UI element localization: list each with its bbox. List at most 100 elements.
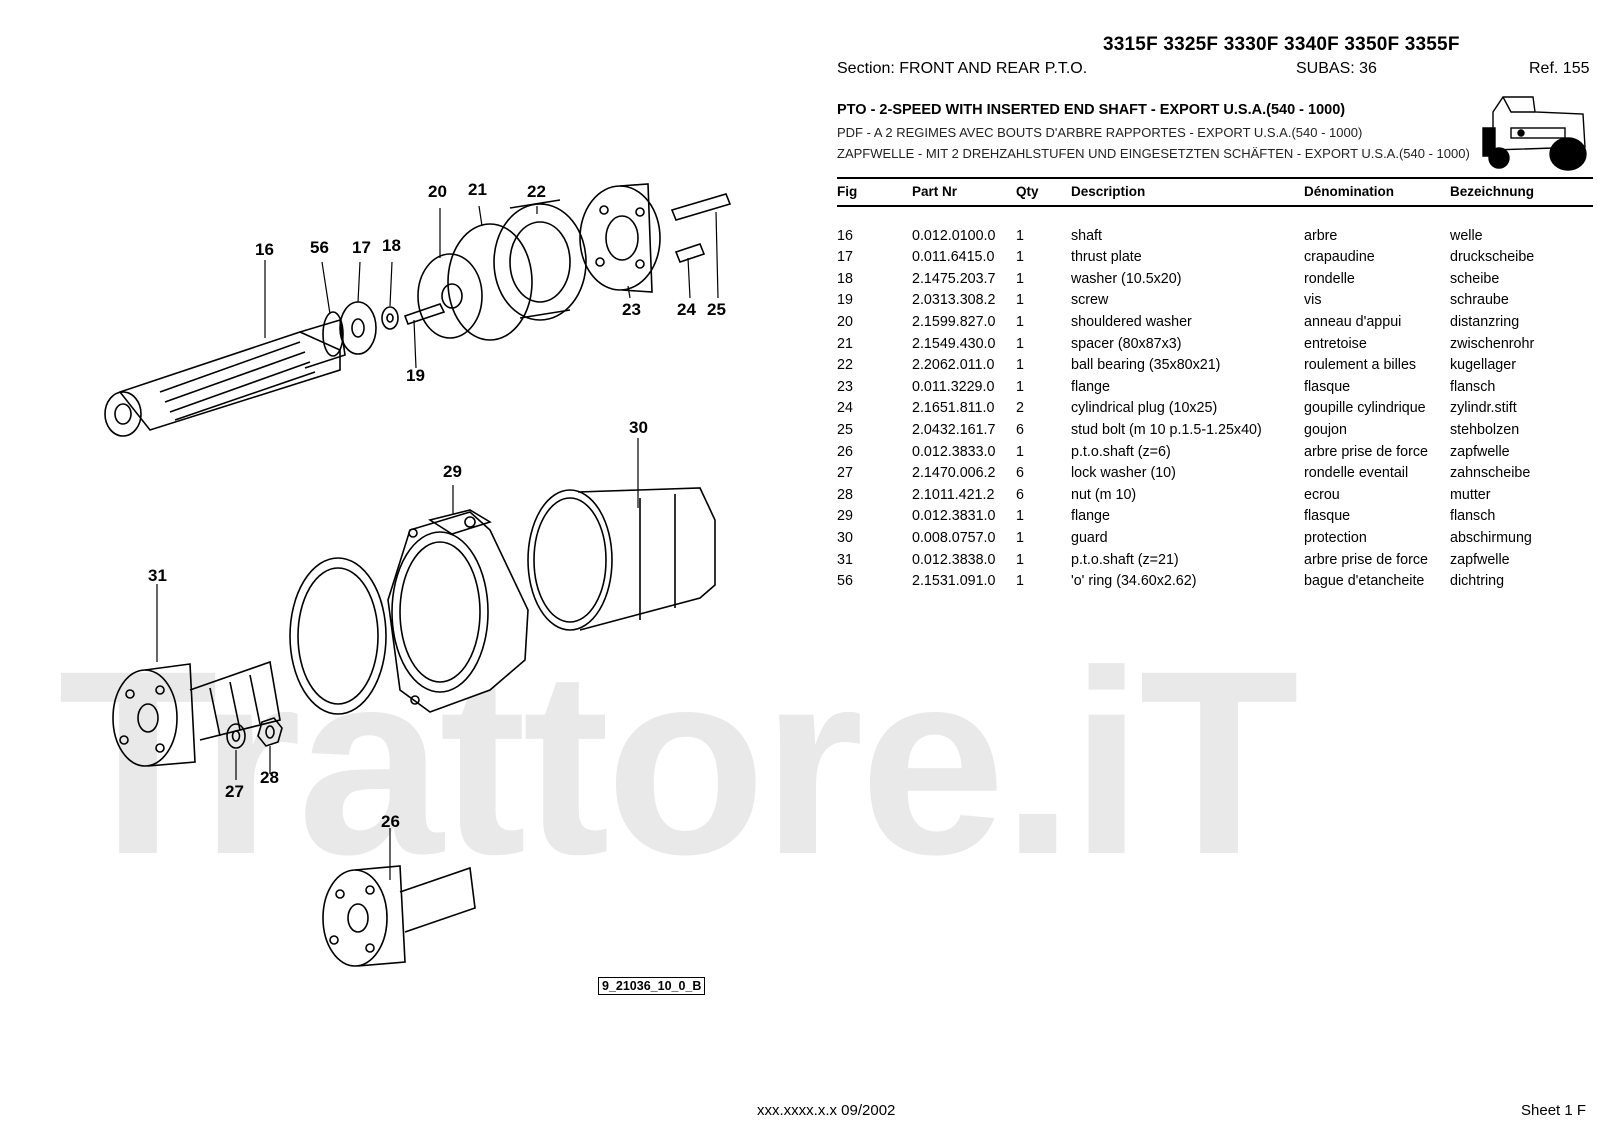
- cell-part-nr: 2.1651.811.0: [912, 400, 995, 417]
- cell-qty: 1: [1016, 551, 1024, 568]
- cell-qty: 6: [1016, 486, 1024, 503]
- cell-part-nr: 0.012.3831.0: [912, 508, 996, 525]
- cell-fig: 56: [837, 573, 853, 590]
- part-17-thrust-plate: [339, 301, 377, 355]
- cell-description: 'o' ring (34.60x2.62): [1071, 573, 1197, 590]
- col-description: Description: [1071, 184, 1146, 199]
- col-part-nr: Part Nr: [912, 184, 958, 199]
- callout-23: 23: [622, 300, 641, 319]
- cell-bezeichnung: zylindr.stift: [1450, 400, 1517, 417]
- watermark: Trattore.iT: [58, 616, 1299, 909]
- cell-fig: 24: [837, 400, 853, 417]
- subas-label: SUBAS: 36: [1296, 60, 1377, 77]
- table-top-rule: [837, 177, 1593, 179]
- cell-denomination: entretoise: [1304, 335, 1367, 352]
- cell-fig: 19: [837, 292, 853, 309]
- cell-part-nr: 2.1011.421.2: [912, 486, 995, 503]
- col-bezeichnung: Bezeichnung: [1450, 184, 1535, 199]
- callout-17: 17: [352, 238, 371, 257]
- callout-26: 26: [381, 812, 400, 831]
- cell-part-nr: 2.0432.161.7: [912, 421, 996, 438]
- cell-bezeichnung: mutter: [1450, 486, 1491, 503]
- part-27-lock-washer: [226, 723, 246, 749]
- cell-description: p.t.o.shaft (z=6): [1071, 443, 1171, 460]
- cell-part-nr: 0.011.3229.0: [912, 378, 995, 395]
- title-english: PTO - 2-SPEED WITH INSERTED END SHAFT - …: [837, 102, 1346, 118]
- cell-bezeichnung: zahnscheibe: [1450, 465, 1531, 482]
- callout-20: 20: [428, 182, 447, 201]
- cell-denomination: anneau d'appui: [1304, 313, 1402, 330]
- cell-description: shouldered washer: [1071, 313, 1192, 330]
- footer-sheet: Sheet 1 F: [1521, 1102, 1587, 1119]
- cell-fig: 16: [837, 227, 853, 244]
- table-header-rule: [837, 205, 1593, 207]
- callout-16: 16: [255, 240, 274, 259]
- cell-denomination: flasque: [1304, 508, 1351, 525]
- cell-description: spacer (80x87x3): [1071, 335, 1182, 352]
- cell-part-nr: 2.1531.091.0: [912, 573, 996, 590]
- cell-bezeichnung: zapfwelle: [1450, 551, 1510, 568]
- leader-lines: [156, 205, 719, 880]
- cell-fig: 25: [837, 421, 853, 438]
- part-56-o-ring: [322, 311, 344, 357]
- cell-description: stud bolt (m 10 p.1.5-1.25x40): [1071, 421, 1262, 438]
- cell-qty: 1: [1016, 292, 1024, 309]
- cell-description: cylindrical plug (10x25): [1071, 400, 1218, 417]
- callout-24: 24: [677, 300, 696, 319]
- cell-fig: 29: [837, 508, 853, 525]
- cell-bezeichnung: welle: [1450, 227, 1483, 244]
- table-header-row: Fig Part Nr Qty Description Dénomination…: [837, 184, 1593, 206]
- cell-bezeichnung: abschirmung: [1450, 529, 1532, 546]
- cell-qty: 2: [1016, 400, 1024, 417]
- cell-bezeichnung: zapfwelle: [1450, 443, 1510, 460]
- part-26-pto-shaft: [322, 865, 476, 967]
- cell-qty: 1: [1016, 443, 1024, 460]
- cell-bezeichnung: distanzring: [1450, 313, 1520, 330]
- cell-part-nr: 0.012.3833.0: [912, 443, 996, 460]
- part-16-shaft: [104, 318, 346, 437]
- part-29-ring: [289, 557, 387, 715]
- part-24-cylindrical-plug: [674, 243, 706, 263]
- cell-bezeichnung: kugellager: [1450, 357, 1516, 374]
- cell-qty: 1: [1016, 357, 1024, 374]
- cell-bezeichnung: dichtring: [1450, 573, 1505, 590]
- cell-fig: 21: [837, 335, 853, 352]
- cell-qty: 1: [1016, 313, 1024, 330]
- cell-fig: 18: [837, 270, 853, 287]
- cell-denomination: goupille cylindrique: [1304, 400, 1426, 417]
- drawing-code: 9_21036_10_0_B: [598, 977, 706, 995]
- cell-description: washer (10.5x20): [1071, 270, 1182, 287]
- cell-description: lock washer (10): [1071, 465, 1176, 482]
- part-21-spacer: [447, 223, 533, 341]
- tractor-icon: [1482, 96, 1587, 171]
- cell-qty: 1: [1016, 270, 1024, 287]
- callout-56: 56: [310, 238, 329, 257]
- cell-bezeichnung: druckscheibe: [1450, 249, 1535, 266]
- cell-bezeichnung: zwischenrohr: [1450, 335, 1535, 352]
- cell-part-nr: 2.1599.827.0: [912, 313, 996, 330]
- cell-denomination: ecrou: [1304, 486, 1340, 503]
- cell-denomination: protection: [1304, 529, 1367, 546]
- col-qty: Qty: [1016, 184, 1039, 199]
- cell-description: screw: [1071, 292, 1109, 309]
- cell-description: guard: [1071, 529, 1108, 546]
- cell-fig: 28: [837, 486, 853, 503]
- part-19-screw: [403, 303, 446, 326]
- cell-bezeichnung: schraube: [1450, 292, 1509, 309]
- col-fig: Fig: [837, 184, 858, 199]
- callout-28: 28: [260, 768, 279, 787]
- cell-bezeichnung: scheibe: [1450, 270, 1500, 287]
- callout-29: 29: [443, 462, 462, 481]
- cell-bezeichnung: flansch: [1450, 508, 1496, 525]
- cell-denomination: bague d'etancheite: [1304, 573, 1425, 590]
- cell-fig: 26: [837, 443, 853, 460]
